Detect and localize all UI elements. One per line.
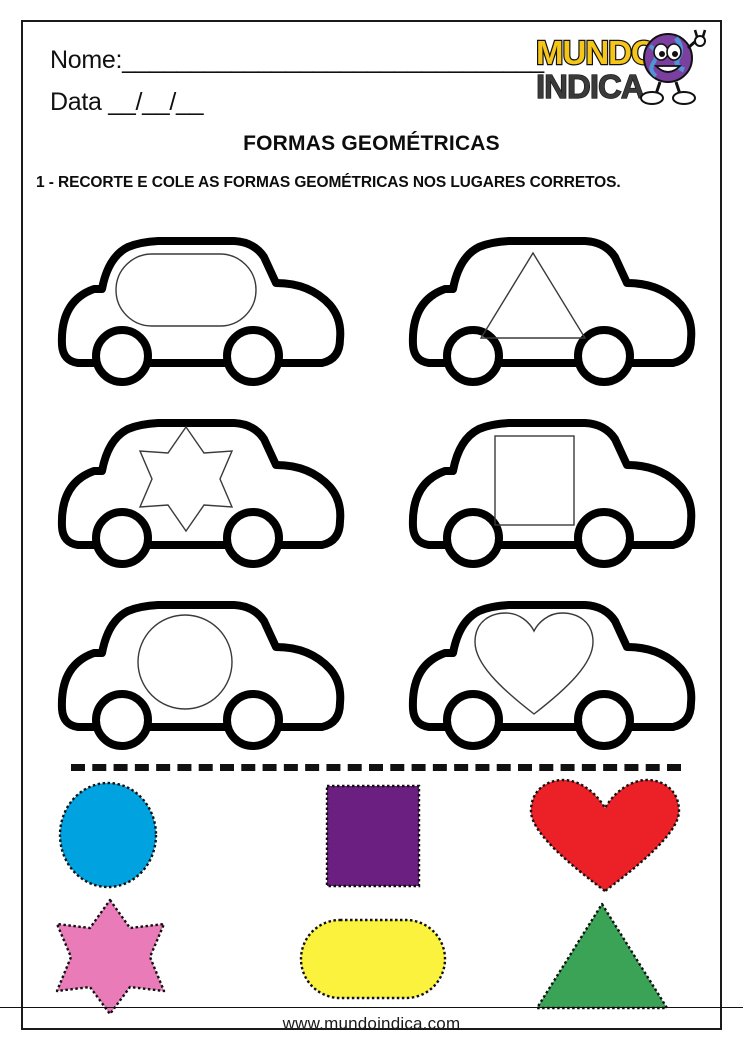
car-with-circle[interactable]: [48, 587, 348, 757]
inner-heart-outline: [474, 612, 594, 715]
worksheet-page: Nome:_______________________________ Dat…: [21, 20, 722, 1030]
cutout-stadium[interactable]: [283, 898, 463, 1016]
cutout-triangle[interactable]: [517, 898, 697, 1016]
globe-mascot-icon: [640, 29, 707, 105]
mundo-indica-logo: MUNDO INDICA: [532, 28, 712, 112]
footer-divider: [0, 1007, 743, 1008]
date-field[interactable]: Data __/__/__: [50, 88, 204, 116]
inner-rectangle-outline: [494, 435, 575, 526]
svg-text:MUNDO: MUNDO: [536, 34, 656, 71]
cutout-circle[interactable]: [50, 778, 230, 896]
inner-star-outline: [139, 425, 234, 533]
inner-circle-outline: [137, 614, 233, 710]
cars-grid: [23, 217, 724, 763]
cut-along-dashed-line: [71, 764, 681, 771]
cutout-rectangle[interactable]: [283, 778, 463, 896]
inner-stadium-outline: [115, 253, 257, 327]
car-with-triangle[interactable]: [399, 223, 699, 393]
car-with-stadium[interactable]: [48, 223, 348, 393]
cutout-heart[interactable]: [517, 778, 697, 896]
cutout-shapes-area: [23, 777, 724, 1017]
instruction-line: 1 - RECORTE E COLE AS FORMAS GEOMÉTRICAS…: [36, 174, 621, 191]
student-name-field[interactable]: Nome:_______________________________: [50, 46, 544, 74]
page-title: FORMAS GEOMÉTRICAS: [243, 132, 500, 155]
inner-triangle-outline: [479, 251, 586, 339]
car-with-rectangle[interactable]: [399, 405, 699, 575]
cutout-star[interactable]: [50, 898, 230, 1016]
svg-text:INDICA: INDICA: [536, 68, 644, 105]
footer-website-url[interactable]: www.mundoindica.com: [282, 1014, 461, 1033]
car-with-heart[interactable]: [399, 587, 699, 757]
car-with-star[interactable]: [48, 405, 348, 575]
